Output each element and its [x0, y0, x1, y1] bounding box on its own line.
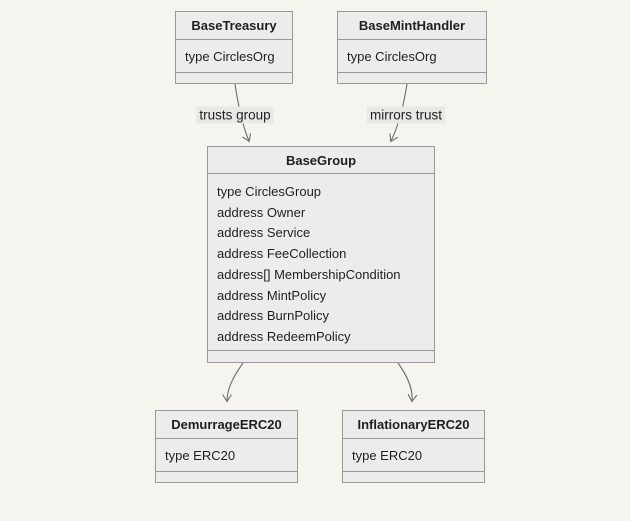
class-node-inflationaryerc20: InflationaryERC20 type ERC20 — [342, 410, 485, 483]
attribute-row: type CirclesOrg — [347, 49, 437, 64]
node-methods-empty — [338, 73, 486, 83]
attribute-row: type ERC20 — [352, 448, 423, 463]
node-title-basegroup: BaseGroup — [208, 147, 434, 174]
node-title-basetreasury: BaseTreasury — [176, 12, 292, 40]
attribute-row: address RedeemPolicy — [217, 328, 351, 344]
attribute-row: type CirclesOrg — [185, 49, 275, 64]
node-methods-empty — [343, 472, 484, 482]
node-methods-empty — [208, 351, 434, 362]
attribute-row: address Service — [217, 225, 311, 241]
attribute-row: address[] MembershipCondition — [217, 266, 401, 282]
attribute-row: address MintPolicy — [217, 287, 327, 303]
class-node-baseminthandler: BaseMintHandler type CirclesOrg — [337, 11, 487, 84]
node-attrs-baseminthandler: type CirclesOrg — [338, 40, 486, 73]
edge-label-trusts-group: trusts group — [196, 106, 274, 124]
node-attrs-basegroup: type CirclesGroup address Owner address … — [208, 174, 434, 351]
attribute-row: address BurnPolicy — [217, 308, 329, 324]
class-node-basetreasury: BaseTreasury type CirclesOrg — [175, 11, 293, 84]
attribute-row: address FeeCollection — [217, 246, 347, 262]
edge-label-mirrors-trust: mirrors trust — [367, 106, 445, 124]
node-attrs-inflationaryerc20: type ERC20 — [343, 439, 484, 472]
node-attrs-basetreasury: type CirclesOrg — [176, 40, 292, 73]
node-methods-empty — [176, 73, 292, 83]
class-node-demurrageerc20: DemurrageERC20 type ERC20 — [155, 410, 298, 483]
node-title-inflationaryerc20: InflationaryERC20 — [343, 411, 484, 439]
node-attrs-demurrageerc20: type ERC20 — [156, 439, 297, 472]
node-title-baseminthandler: BaseMintHandler — [338, 12, 486, 40]
edge-basegroup-to-inflationaryerc20 — [397, 362, 412, 401]
node-methods-empty — [156, 472, 297, 482]
attribute-row: type CirclesGroup — [217, 184, 322, 199]
attribute-row: type ERC20 — [165, 448, 236, 463]
attribute-row: address Owner — [217, 204, 306, 220]
node-title-demurrageerc20: DemurrageERC20 — [156, 411, 297, 439]
class-node-basegroup: BaseGroup type CirclesGroup address Owne… — [207, 146, 435, 363]
edge-basegroup-to-demurrageerc20 — [227, 362, 244, 401]
